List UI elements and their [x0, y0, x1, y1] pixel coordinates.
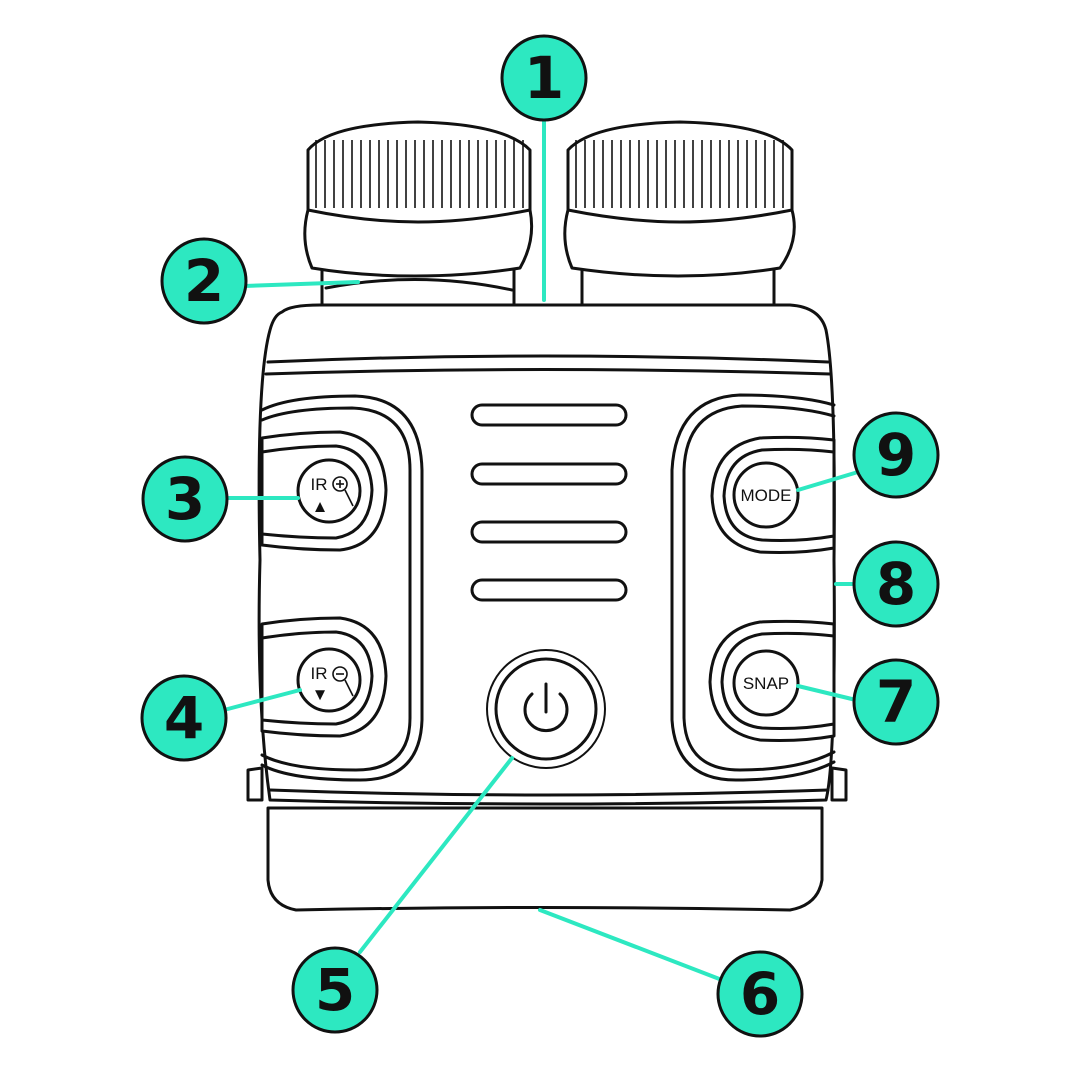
leader-line-4 [222, 688, 302, 712]
callout-circle [852, 411, 940, 499]
triangle-up-icon: ▲ [312, 497, 329, 516]
callout-7: 7 [852, 658, 940, 746]
power-button[interactable] [486, 649, 606, 769]
vent-slot [470, 462, 628, 486]
callout-circle [291, 946, 379, 1034]
callout-circle [716, 950, 804, 1038]
callout-8: 8 [852, 540, 940, 628]
snap-button-label: SNAP [743, 674, 789, 693]
leader-lines [222, 116, 860, 982]
vent-slots [470, 403, 628, 602]
callout-circle [852, 540, 940, 628]
leader-line-2 [242, 280, 360, 288]
leader-line-5 [358, 756, 514, 954]
callout-number: 2 [184, 247, 224, 315]
callout-6: 6 [716, 950, 804, 1038]
callout-number: 8 [876, 550, 916, 618]
callout-number: 7 [876, 668, 916, 736]
callout-number: 5 [315, 956, 355, 1024]
callout-2: 2 [160, 237, 248, 325]
ir-up-label: IR [311, 475, 328, 494]
left-grip-panel [260, 394, 424, 782]
callout-3: 3 [141, 455, 229, 543]
zoom-out-icon [332, 666, 354, 697]
mode-button[interactable]: MODE [710, 435, 836, 554]
left-eyepiece [303, 120, 534, 307]
callout-number: 9 [876, 421, 916, 489]
triangle-down-icon: ▼ [312, 685, 329, 704]
zoom-in-icon [332, 476, 354, 507]
ir-down-label: IR [311, 664, 328, 683]
leader-line-7 [796, 684, 858, 702]
snap-button[interactable]: SNAP [708, 619, 836, 742]
callout-1: 1 [500, 34, 588, 122]
ir-down-button[interactable]: IR ▼ [260, 616, 388, 738]
vent-slot [470, 520, 628, 544]
callout-4: 4 [140, 674, 228, 762]
vent-slot [470, 578, 628, 602]
vent-slot [470, 403, 628, 427]
callout-circle [500, 34, 588, 122]
callout-circle [141, 455, 229, 543]
callout-number: 3 [165, 465, 205, 533]
callout-circle [852, 658, 940, 746]
callout-circle [160, 237, 248, 325]
callout-5: 5 [291, 946, 379, 1034]
leader-line-9 [796, 470, 860, 492]
left-eyepiece-ridges [315, 140, 524, 208]
callout-circle [140, 674, 228, 762]
mode-button-label: MODE [741, 486, 792, 505]
right-eyepiece [563, 120, 796, 307]
callout-number: 4 [164, 684, 204, 752]
right-eyepiece-ridges [575, 140, 784, 208]
ir-up-button[interactable]: IR ▲ [260, 430, 388, 552]
callout-9: 9 [852, 411, 940, 499]
callout-badges: 1 2 3 4 5 6 7 8 9 [140, 34, 940, 1038]
leader-line-6 [538, 908, 724, 982]
right-grip-panel [670, 393, 836, 782]
callout-number: 1 [524, 44, 564, 112]
callout-number: 6 [740, 960, 780, 1028]
power-icon [523, 682, 569, 733]
device-body [246, 303, 848, 912]
